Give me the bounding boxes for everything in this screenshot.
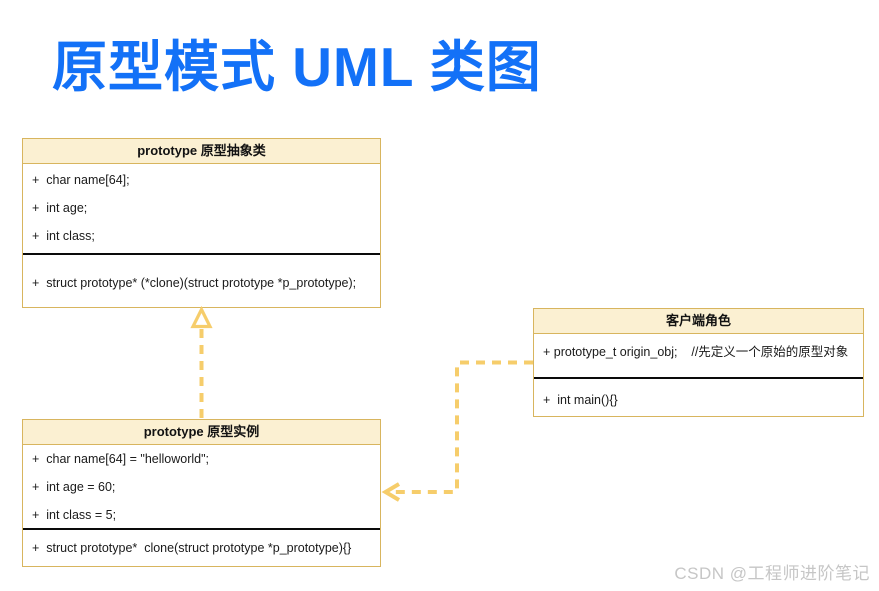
page-title: 原型模式 UML 类图	[52, 36, 542, 98]
method-row: + int main(){}	[543, 393, 618, 407]
attribute-row: + int age = 60;	[32, 480, 116, 494]
class-header: prototype 原型抽象类	[23, 139, 380, 164]
attributes-methods-divider	[23, 253, 380, 255]
class-header: prototype 原型实例	[23, 420, 380, 445]
realization-arrow	[190, 305, 213, 418]
attribute-row: + char name[64];	[32, 173, 130, 187]
dependency-arrow	[381, 360, 533, 502]
method-row: + struct prototype* clone(struct prototy…	[32, 541, 352, 555]
class-methods-section: + struct prototype* (*clone)(struct prot…	[23, 255, 380, 297]
class-box-client-role: 客户端角色 + prototype_t origin_obj; //先定义一个原…	[533, 308, 864, 417]
class-attributes-section: + char name[64] = "helloworld"; + int ag…	[23, 445, 380, 528]
class-box-prototype-instance: prototype 原型实例 + char name[64] = "hellow…	[22, 419, 381, 567]
attribute-row: + int class = 5;	[32, 508, 117, 522]
attributes-methods-divider	[23, 528, 380, 530]
class-box-prototype-abstract: prototype 原型抽象类 + char name[64]; + int a…	[22, 138, 381, 308]
attribute-row: + int class;	[32, 229, 95, 243]
csdn-watermark: CSDN @工程师进阶笔记	[674, 564, 870, 583]
attributes-methods-divider	[534, 377, 863, 379]
attribute-row: + prototype_t origin_obj; //先定义一个原始的原型对象	[543, 344, 849, 359]
attribute-row: + char name[64] = "helloworld";	[32, 452, 210, 466]
class-header: 客户端角色	[534, 309, 863, 334]
class-attributes-section: + prototype_t origin_obj; //先定义一个原始的原型对象	[534, 334, 863, 377]
class-attributes-section: + char name[64]; + int age; + int class;	[23, 164, 380, 253]
method-row: + struct prototype* (*clone)(struct prot…	[32, 276, 357, 290]
attribute-row: + int age;	[32, 201, 88, 215]
class-methods-section: + struct prototype* clone(struct prototy…	[23, 530, 380, 562]
class-methods-section: + int main(){}	[534, 379, 863, 414]
